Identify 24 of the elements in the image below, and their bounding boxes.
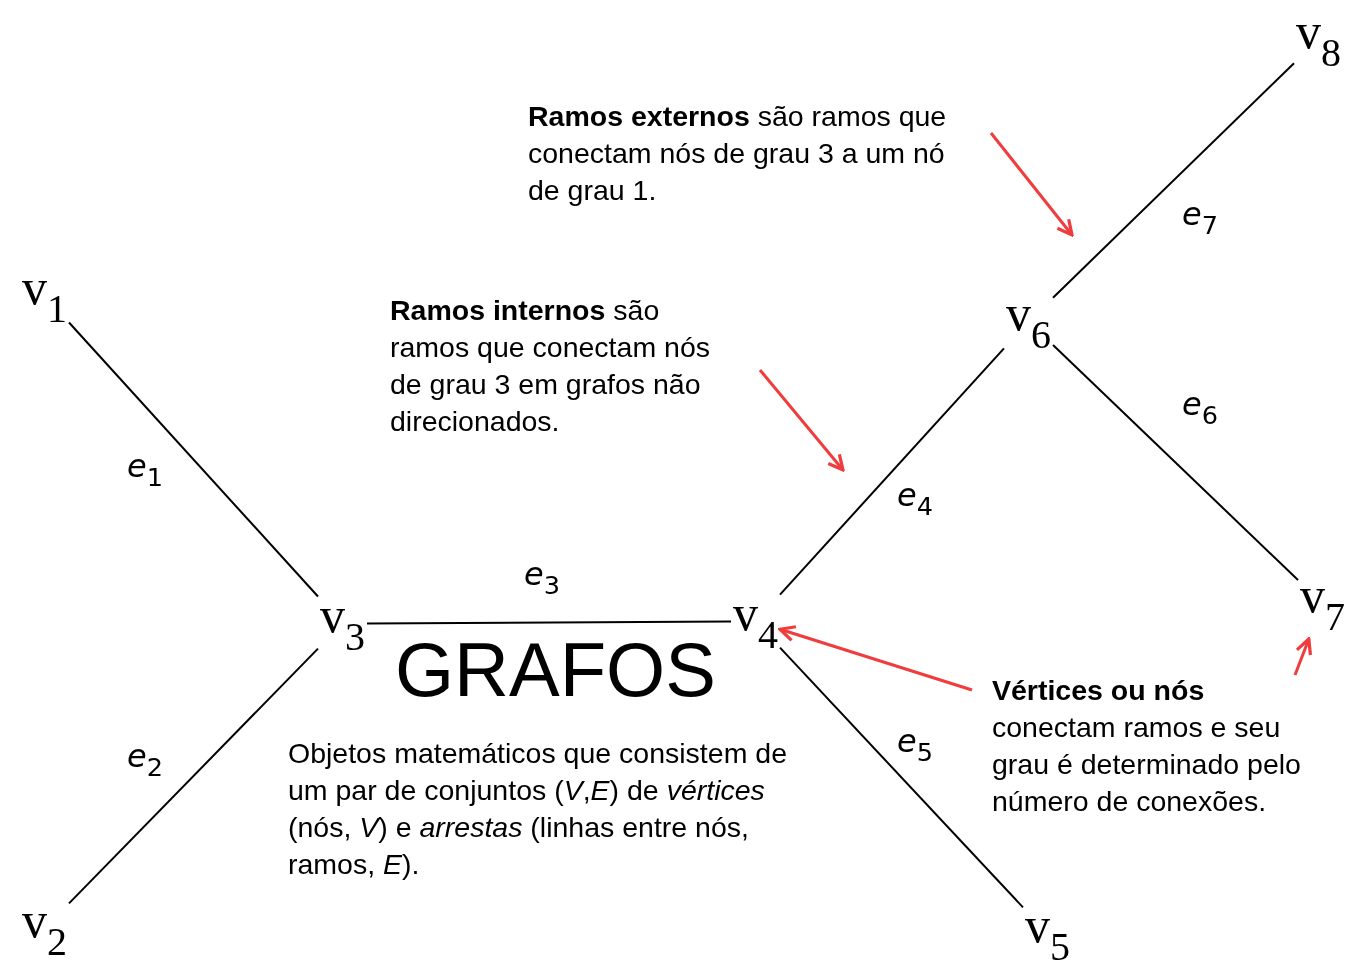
vertex-label: v$_{1}$ [22, 262, 67, 329]
graph-edge [1052, 62, 1295, 299]
graph-edge [1052, 344, 1299, 581]
vertex-label: v$_{6}$ [1006, 288, 1051, 355]
graph-edge [779, 646, 1024, 909]
vertex-label: v$_{2}$ [22, 895, 67, 962]
graph-edge [366, 620, 732, 625]
graph-edge [68, 647, 319, 905]
vertex-label: v$_{7}$ [1300, 570, 1345, 637]
leader-arrow [778, 625, 973, 692]
title-text: GRAFOS [395, 628, 716, 712]
vertex-label: v$_{4}$ [733, 588, 778, 655]
leader-arrow [989, 132, 1074, 237]
vertex-label: v$_{5}$ [1025, 900, 1070, 963]
leader-arrow [758, 369, 845, 472]
callout-text: Vértices ou nós conectam ramos e seu grau é determinado pelo número de conexões. [992, 672, 1337, 821]
vertex-label: v$_{3}$ [320, 590, 365, 657]
graph-edge [779, 347, 1005, 596]
definition-text: Objetos matemáticos que consistem de um par de conjuntos (V,E) de vértices (nós, V) e arrestas (linhas entre nós, ramos, E). [288, 736, 788, 883]
callout-text: Ramos internos são ramos que conectam nós de grau 3 em grafos não direcionados. [390, 292, 742, 441]
graph-edge [68, 321, 319, 598]
leader-arrow [1293, 637, 1312, 676]
vertex-label: v$_{8}$ [1296, 6, 1341, 73]
callout-text: Ramos externos são ramos que conectam nós de grau 3 a um nó de grau 1. [528, 98, 983, 210]
